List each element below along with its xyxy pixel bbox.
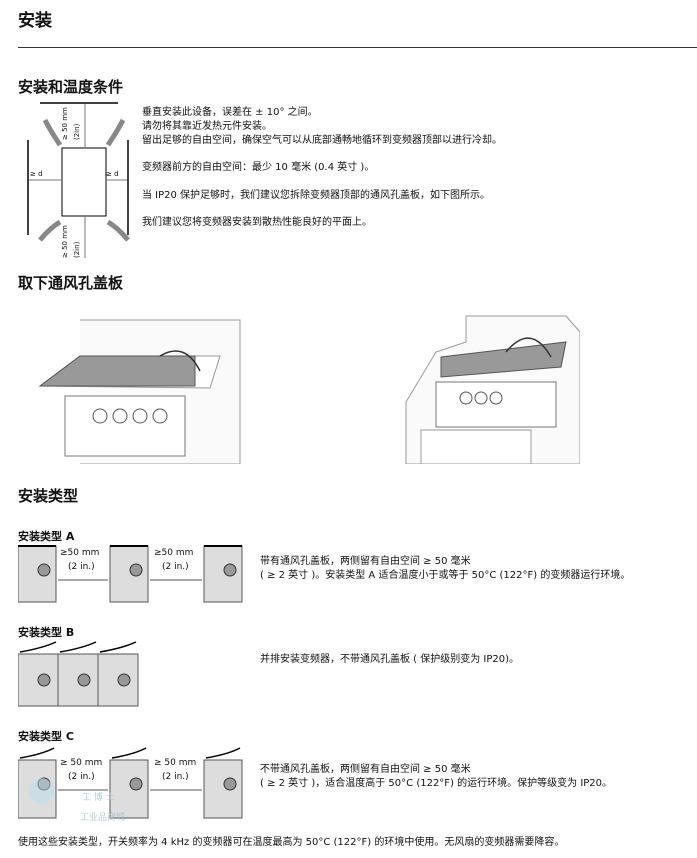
- type-a-diagram: [18, 545, 243, 603]
- type-a-text: ( ≥ 2 英寸 )。安装类型 A 适合温度小于或等于 50°C (122°F)…: [260, 570, 631, 581]
- type-a-label: 安装类型 A: [18, 530, 75, 543]
- text-line: 变频器前方的自由空间：最少 10 毫米 (0.4 英寸 )。: [142, 162, 375, 173]
- type-a-gap-2: ≥50 mm: [154, 548, 194, 558]
- section-heading-types: 安装类型: [18, 487, 79, 505]
- type-c-gap-2: ≥ 50 mm: [154, 758, 197, 768]
- text-line: 留出足够的自由空间，确保空气可以从底部通畅地循环到变频器顶部以进行冷却。: [142, 135, 502, 146]
- text-line: 请勿将其靠近发热元件安装。: [142, 121, 272, 132]
- text-line: 垂直安装此设备，误差在 ± 10° 之间。: [142, 107, 318, 118]
- type-a-text: 带有通风孔盖板，两侧留有自由空间 ≥ 50 毫米: [260, 556, 471, 567]
- bottom-clearance-in: (2in): [73, 241, 81, 258]
- watermark-logo-icon: [28, 778, 54, 804]
- type-a-gap-in-2: (2 in.): [162, 562, 189, 572]
- type-b-diagram: [18, 641, 139, 707]
- top-clearance-in: (2in): [73, 123, 81, 140]
- cover-removal-illustration-1: [38, 319, 241, 464]
- page-title: 安装: [18, 11, 52, 31]
- watermark-brand: 工 博 士: [82, 793, 115, 803]
- type-b-text: 并排安装变频器，不带通风孔盖板 ( 保护级别变为 IP20)。: [260, 654, 520, 665]
- type-c-gap-in-2: (2 in.): [162, 772, 189, 782]
- right-clearance: ≥ d: [106, 170, 119, 178]
- section-heading-remove-cover: 取下通风孔盖板: [18, 274, 124, 292]
- type-c-diagram: [18, 747, 243, 819]
- type-c-gap-in-1: (2 in.): [68, 772, 95, 782]
- left-clearance: ≥ d: [30, 170, 43, 178]
- section-heading-conditions: 安装和温度条件: [18, 78, 124, 96]
- type-c-gap-1: ≥ 50 mm: [60, 758, 103, 768]
- cover-removal-illustration-2: [405, 315, 580, 464]
- title-divider: [18, 47, 697, 48]
- footer-note: 使用这些安装类型，开关频率为 4 kHz 的变频器可在温度最高为 50°C (1…: [18, 837, 565, 848]
- type-a-gap-1: ≥50 mm: [60, 548, 100, 558]
- text-line: 我们建议您将变频器安装到散热性能良好的平面上。: [142, 217, 372, 228]
- text-line: 当 IP20 保护足够时，我们建议您拆除变频器顶部的通风孔盖板，如下图所示。: [142, 190, 491, 201]
- type-a-gap-in-1: (2 in.): [68, 562, 95, 572]
- clearance-diagram: [27, 102, 130, 258]
- type-b-label: 安装类型 B: [18, 626, 75, 639]
- type-c-text: ( ≥ 2 英寸 )，适合温度高于 50°C (122°F) 的运行环境。保护等…: [260, 778, 613, 789]
- type-c-label: 安装类型 C: [18, 730, 74, 743]
- watermark-sub: 工业品商城: [80, 813, 126, 823]
- type-c-text: 不带通风孔盖板，两侧留有自由空间 ≥ 50 毫米: [260, 764, 471, 775]
